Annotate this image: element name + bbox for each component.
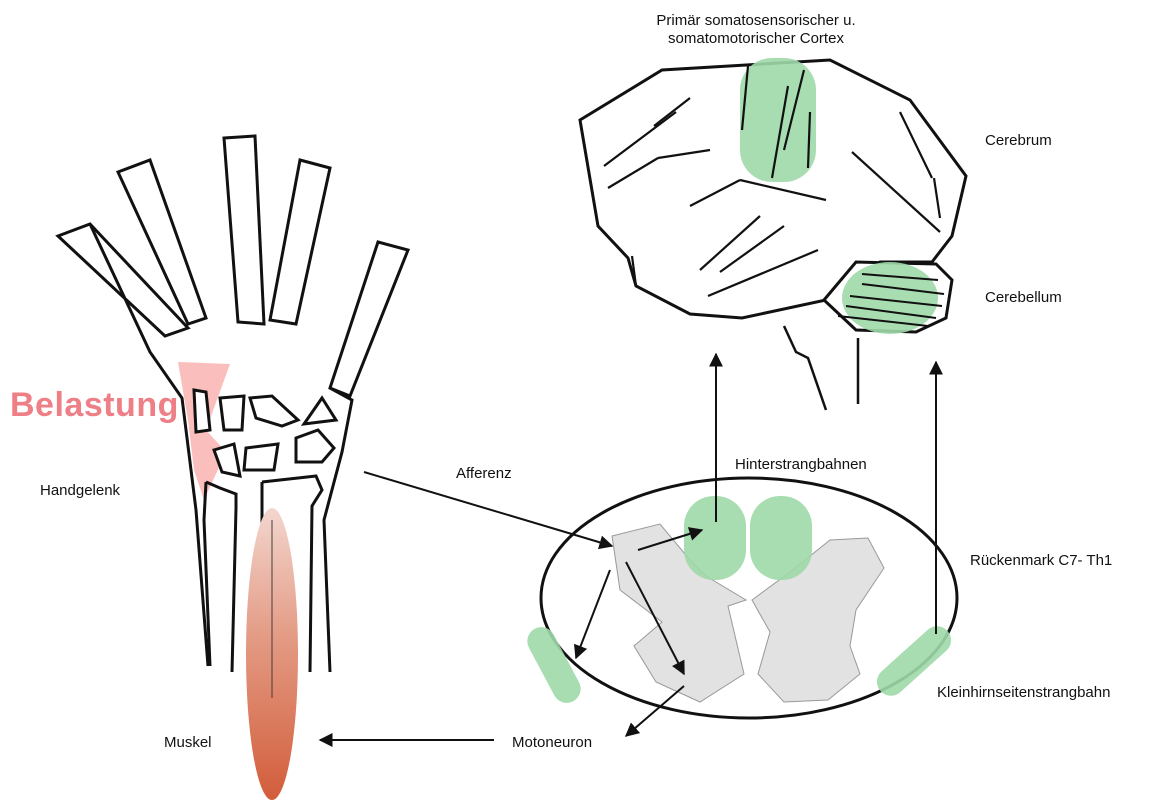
carpal-bone: [250, 396, 298, 426]
cortex-green-region: [740, 58, 816, 182]
carpal-bone: [304, 398, 336, 424]
label-motoneuron: Motoneuron: [512, 734, 592, 752]
label-cerebrum: Cerebrum: [985, 132, 1052, 150]
label-belastung: Belastung: [10, 386, 179, 425]
label-cortex: Primär somatosensorischer u. somatomotor…: [606, 12, 906, 48]
label-hinterstrangbahnen: Hinterstrangbahnen: [735, 456, 867, 474]
palm-outline-right: [324, 388, 352, 672]
carpal-bone: [244, 444, 278, 470]
carpal-bone: [194, 390, 210, 432]
label-muskel: Muskel: [164, 734, 212, 752]
finger-index: [270, 160, 330, 324]
carpal-bone: [296, 430, 334, 462]
label-cortex-line1: Primär somatosensorischer u.: [606, 12, 906, 30]
label-rueckenmark: Rückenmark C7- Th1: [970, 552, 1112, 570]
label-cerebellum: Cerebellum: [985, 289, 1062, 307]
label-kleinhirnseitenstrangbahn: Kleinhirnseitenstrangbahn: [937, 684, 1110, 702]
carpal-bone: [220, 396, 244, 430]
label-cortex-line2: somatomotorischer Cortex: [606, 30, 906, 48]
dorsal-column-right: [750, 496, 812, 580]
brainstem: [784, 326, 858, 410]
thumb: [330, 242, 408, 396]
cerebellum-green-region: [842, 262, 938, 334]
finger-middle: [224, 136, 264, 324]
label-handgelenk: Handgelenk: [40, 482, 120, 500]
carpal-bone: [214, 444, 240, 476]
label-afferenz: Afferenz: [456, 465, 512, 483]
arrow-afferenz: [364, 472, 612, 546]
